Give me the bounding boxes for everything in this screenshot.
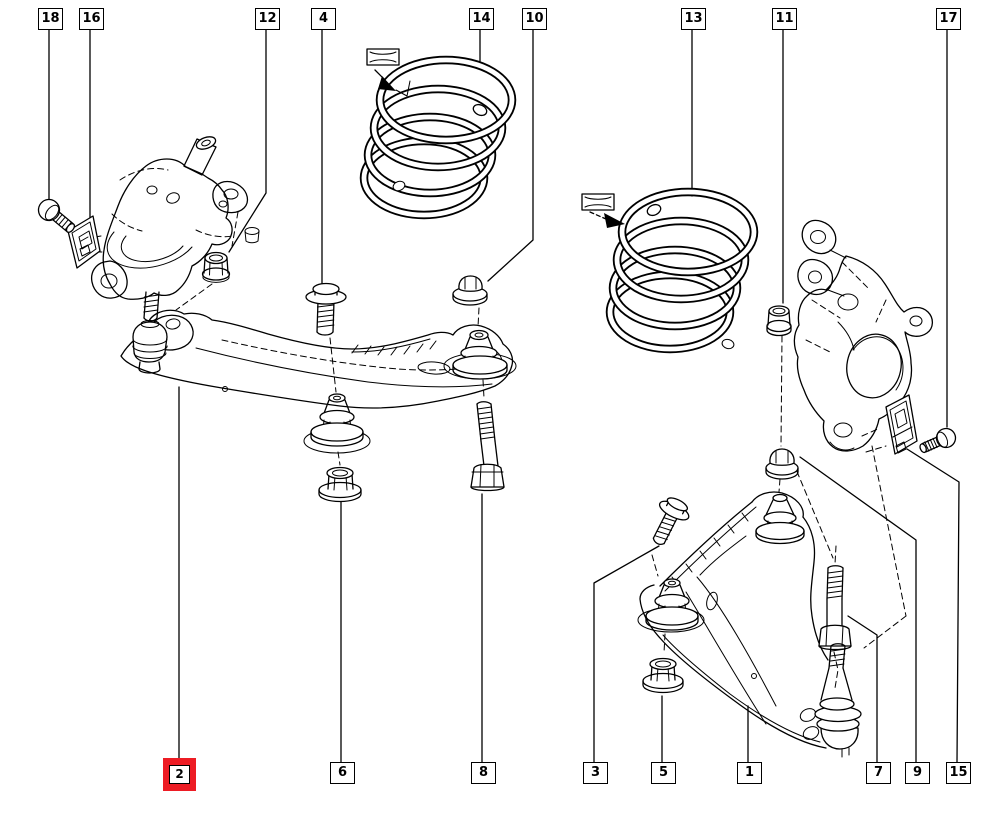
nut-5	[642, 657, 684, 694]
leader-lines	[48, 29, 960, 763]
front-bushing-right	[645, 578, 699, 631]
callout-box-5[interactable]: 5	[651, 762, 676, 784]
ball-joint-right	[814, 643, 862, 758]
callout-box-14[interactable]: 14	[469, 8, 494, 30]
callout-box-13[interactable]: 13	[681, 8, 706, 30]
callout-box-12[interactable]: 12	[255, 8, 280, 30]
callout-box-2-highlighted[interactable]: 2	[163, 758, 196, 791]
callout-box-11[interactable]: 11	[772, 8, 797, 30]
bolt-7	[818, 565, 852, 651]
callout-box-17[interactable]: 17	[936, 8, 961, 30]
callout-box-3[interactable]: 3	[583, 762, 608, 784]
ball-joint-left	[132, 320, 168, 374]
callout-box-10[interactable]: 10	[522, 8, 547, 30]
front-bushing-left	[310, 393, 364, 447]
lower-arm-left	[120, 309, 517, 454]
nut-12	[201, 251, 231, 283]
bolt-8	[470, 401, 505, 492]
callout-box-15[interactable]: 15	[946, 762, 971, 784]
right-knuckle	[793, 219, 934, 452]
retainer-plate-16	[67, 215, 101, 269]
spring-seat-icon-left	[366, 48, 411, 97]
callout-box-18[interactable]: 18	[38, 8, 63, 30]
rear-bushing-left	[452, 329, 508, 380]
callout-box-9[interactable]: 9	[905, 762, 930, 784]
flange-nut-right-arm	[765, 448, 799, 480]
coil-spring-left	[359, 55, 517, 220]
screw-17	[919, 427, 957, 454]
screw-18	[37, 198, 76, 233]
bolt-3	[652, 497, 690, 545]
callout-box-4[interactable]: 4	[311, 8, 336, 30]
bolt-4	[305, 282, 347, 336]
callout-box-8[interactable]: 8	[471, 762, 496, 784]
callout-box-2[interactable]: 2	[169, 765, 190, 784]
nut-10	[452, 275, 488, 306]
nut-11	[766, 305, 792, 337]
callout-box-6[interactable]: 6	[330, 762, 355, 784]
coil-spring-right	[605, 187, 759, 354]
callout-box-1[interactable]: 1	[737, 762, 762, 784]
nut-6	[318, 466, 362, 503]
spring-seat-icon-right	[581, 193, 625, 228]
rear-bushing-right	[755, 493, 805, 545]
left-knuckle	[90, 136, 260, 322]
retainer-plate-15	[885, 394, 918, 455]
callout-box-7[interactable]: 7	[866, 762, 891, 784]
callout-box-16[interactable]: 16	[79, 8, 104, 30]
hidden-lines	[175, 283, 907, 689]
